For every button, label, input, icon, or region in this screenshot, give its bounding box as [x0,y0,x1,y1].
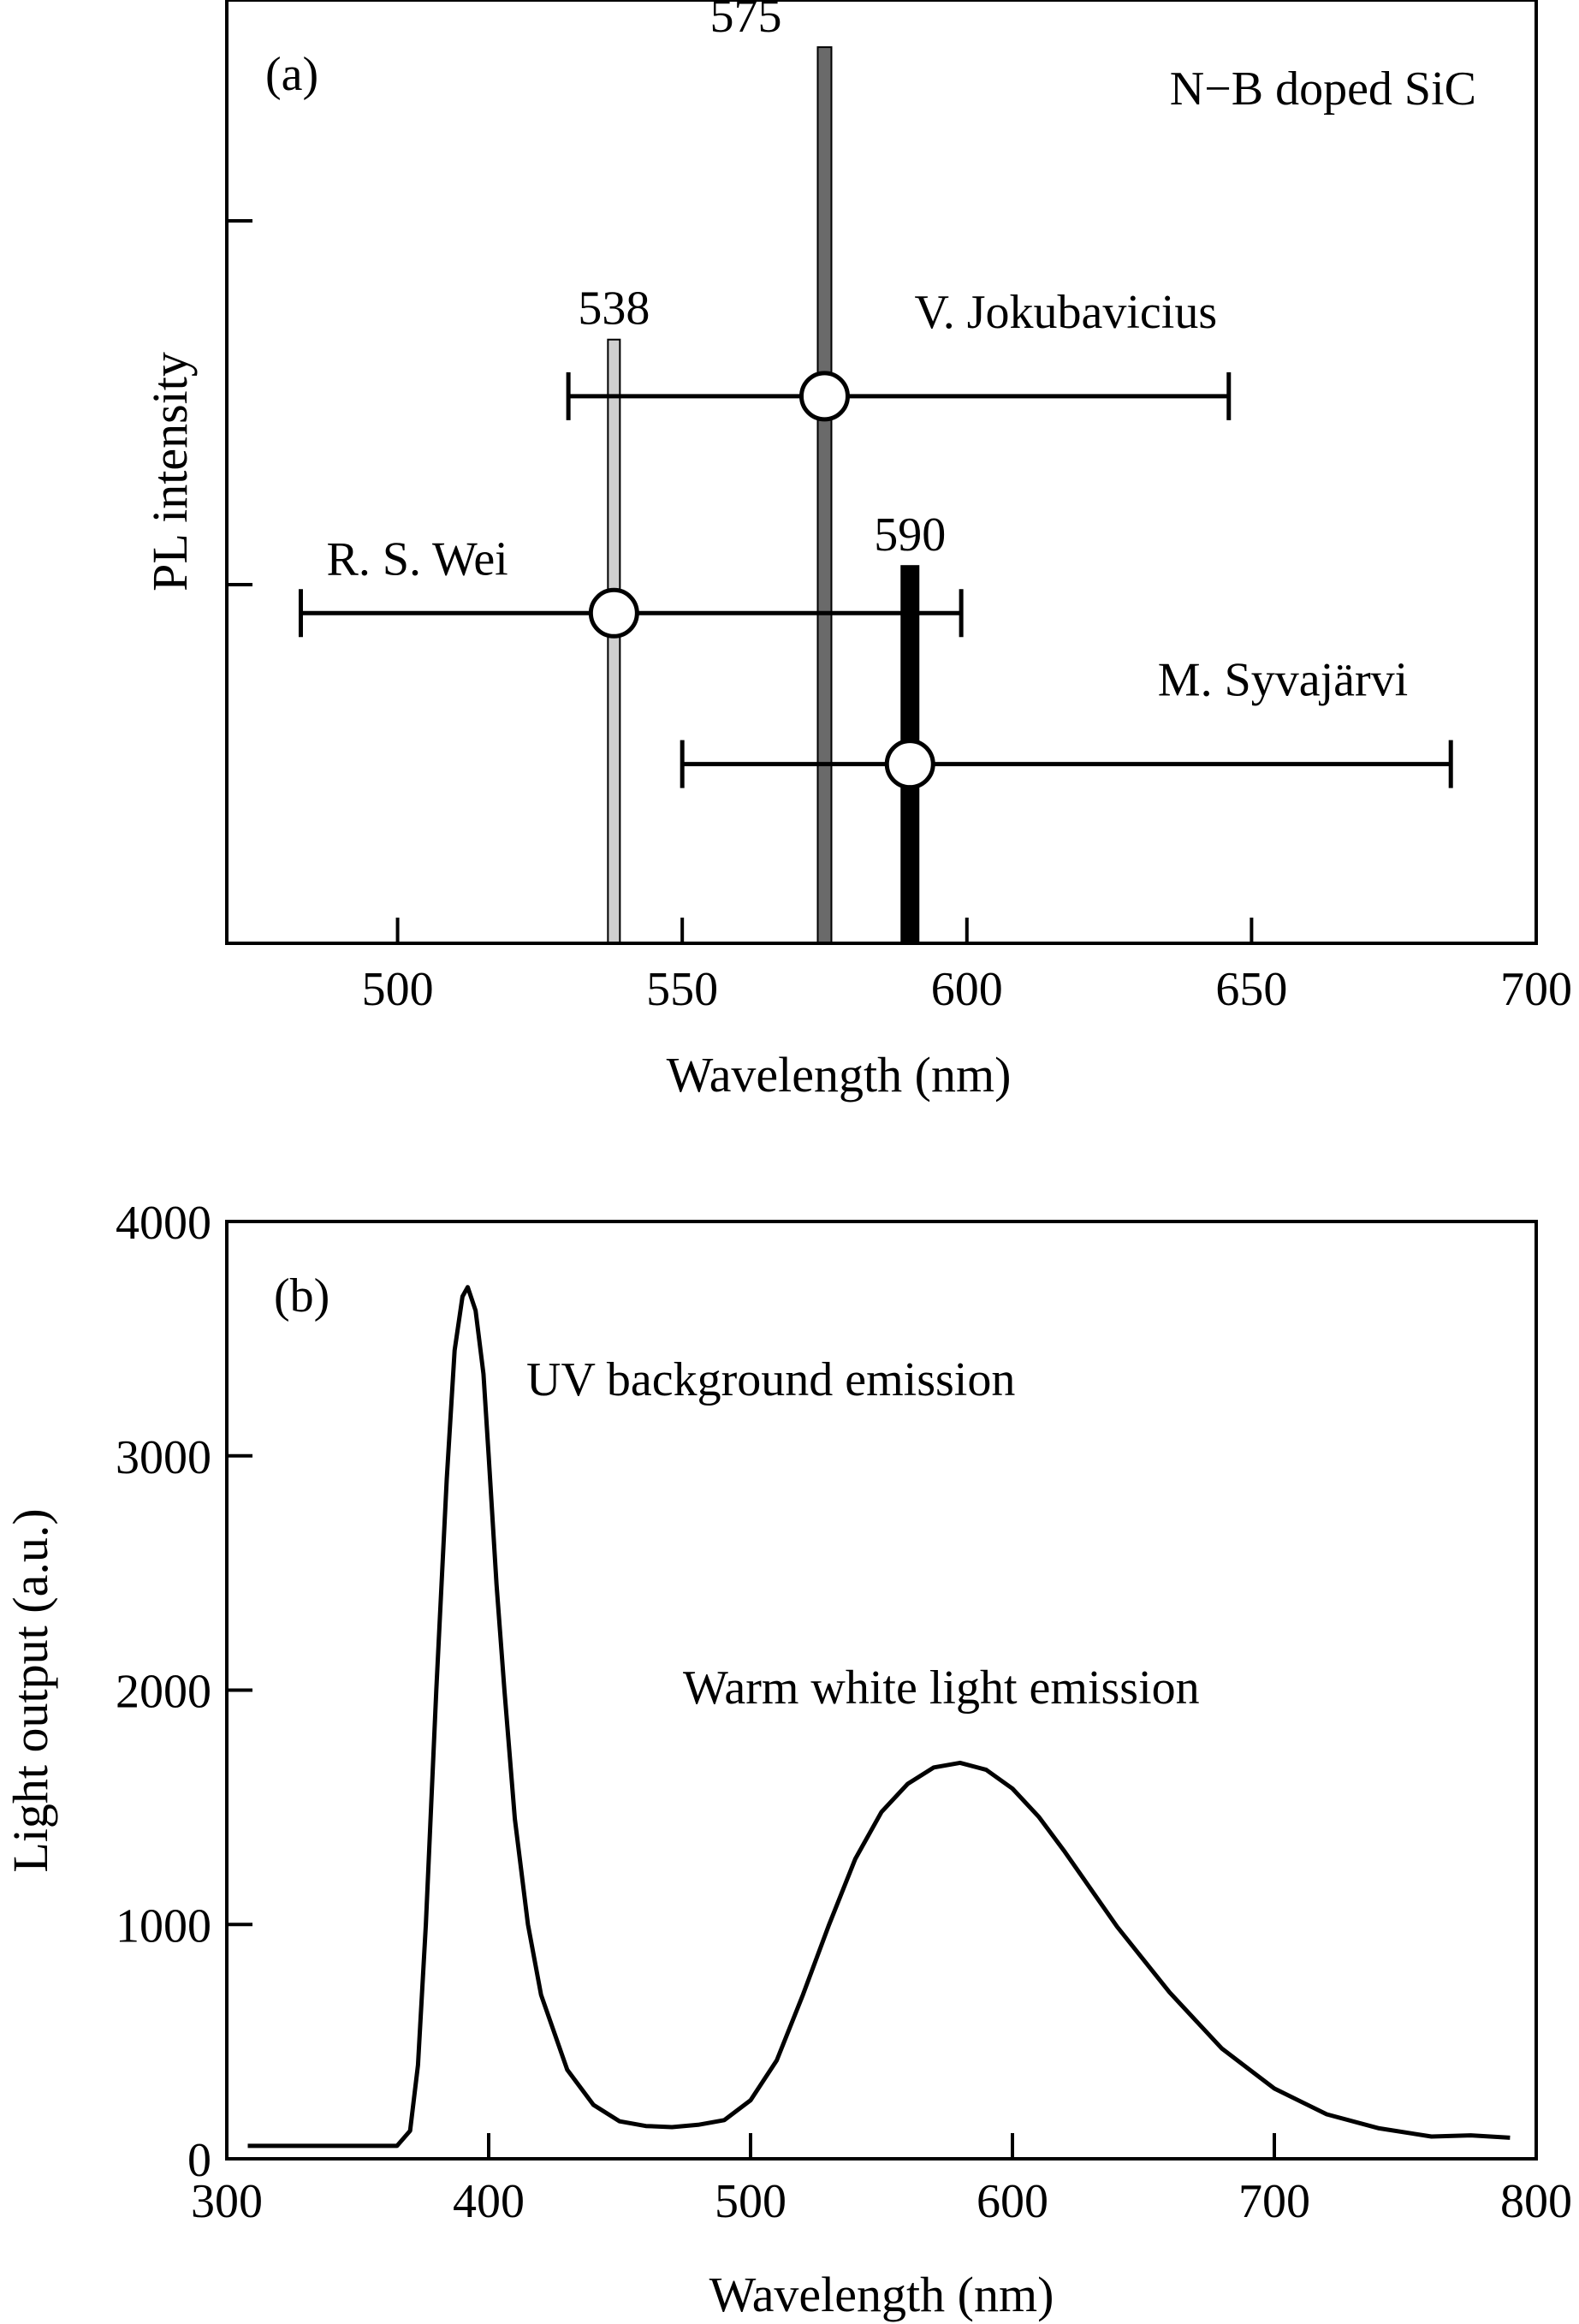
x-tick-label: 550 [646,963,718,1016]
peak-bar-538 [607,338,621,945]
peak-bar-label-575: 575 [709,0,781,43]
panel-a-y-tick-marks [227,219,252,586]
data-point-label: R. S. Wei [326,532,508,585]
data-point-marker [884,739,935,790]
panel-b-ticks: 300 400 500 600 700 800 0 1000 2000 3000 4000 [116,1197,1572,2228]
x-tick-label: 800 [1500,2175,1572,2228]
panel-a-title: N−B doped SiC [1170,62,1476,116]
panel-a-ticks: 500 550 600 650 700 [362,918,1572,1016]
panel-a-plot-frame [225,0,1538,945]
panel-a-label: (a) [265,48,318,101]
x-tick-label: 600 [931,963,1003,1016]
x-tick-label: 650 [1215,963,1287,1016]
panel-a-y-axis-title: PL intensity [142,352,198,591]
x-tick-label: 500 [362,963,434,1016]
panel-a-annotations: 538 575 590 V. Jokubavicius R. S. Wei M. Syva… [326,0,1408,707]
peak-bar-label-590: 590 [874,508,946,562]
panel-a-error-bars [298,371,1453,790]
data-point-label: V. Jokubavicius [914,286,1217,339]
data-point-label: M. Syvajärvi [1158,654,1408,707]
y-tick-label: 2000 [116,1666,211,1719]
panel-b-x-axis-title: Wavelength (nm) [709,2267,1054,2322]
x-tick-label: 500 [715,2175,787,2228]
panel-b-y-axis-title: Light output (a.u.) [3,1508,58,1872]
y-tick-label: 0 [187,2134,211,2187]
x-tick-label: 600 [976,2175,1048,2228]
peak-bar-575 [816,46,833,945]
panel-a-x-axis-title: Wavelength (nm) [667,1047,1012,1103]
y-tick-label: 1000 [116,1899,211,1953]
x-tick-label: 700 [1238,2175,1310,2228]
panel-b-annotation-uv: UV background emission [526,1353,1015,1406]
panel-b-annotation-white: Warm white light emission [683,1661,1200,1715]
y-tick-label: 3000 [116,1431,211,1484]
x-tick-label: 700 [1500,963,1572,1016]
x-tick-label: 300 [191,2175,263,2228]
data-point-marker [588,587,639,639]
panel-a-chart: 500 550 600 650 700 (a) N−B doped SiC 538 575… [142,0,1572,1103]
data-point-marker [798,371,850,422]
x-tick-label: 400 [453,2175,525,2228]
peak-bar-label-538: 538 [578,282,650,336]
y-tick-label: 4000 [116,1197,211,1250]
panel-b-series-line [247,1285,1511,2149]
panel-b-label: (b) [274,1269,329,1322]
